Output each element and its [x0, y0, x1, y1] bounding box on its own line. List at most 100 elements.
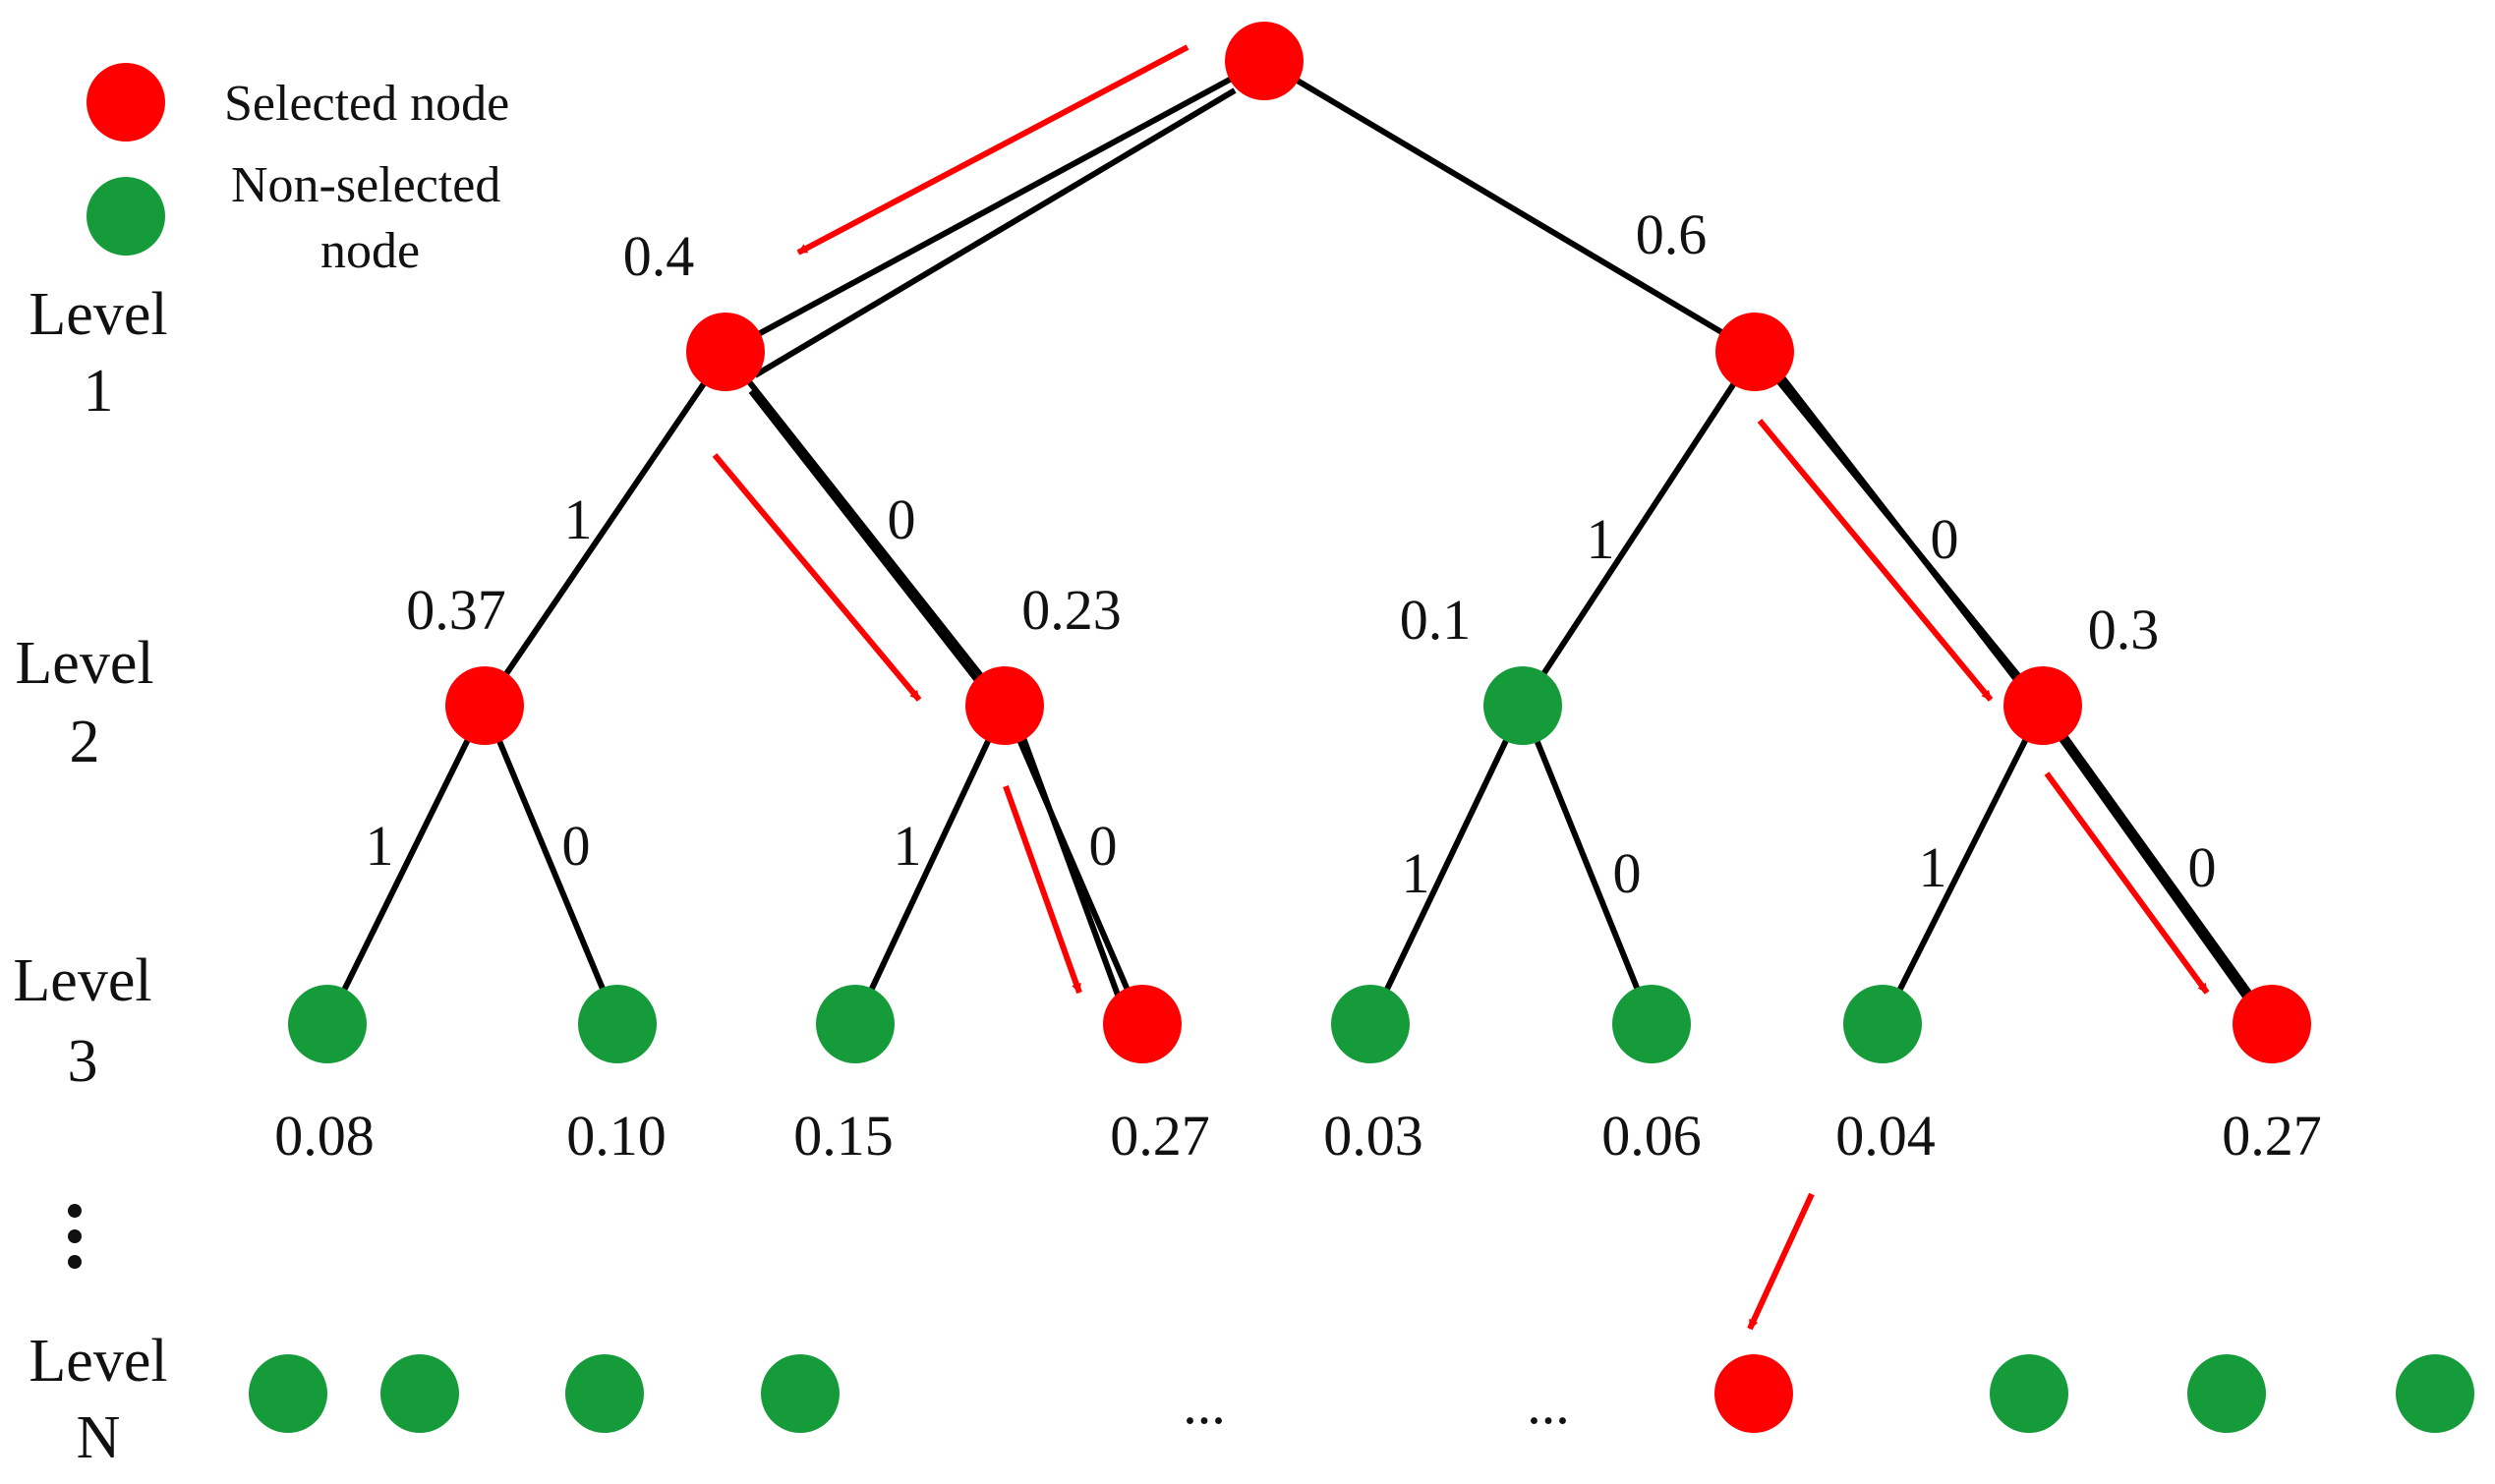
- branch-l2a-one: 1: [366, 814, 394, 878]
- arrow-levelN: [1747, 1192, 1815, 1331]
- node-level1-left: [686, 313, 765, 391]
- branch-l2b-one: 1: [894, 814, 922, 878]
- edge-l2a-right: [482, 704, 620, 1026]
- selection-arrows: [712, 44, 2210, 1331]
- value-level3-7: 0.04: [1835, 1104, 1936, 1168]
- value-level3-8: 0.27: [2222, 1104, 2322, 1168]
- level-3-num: 3: [68, 1028, 98, 1095]
- node-level3-2: [578, 985, 657, 1063]
- value-level3-6: 0.06: [1601, 1104, 1702, 1168]
- node-level3-4: [1103, 985, 1182, 1063]
- node-levelN-8: [2396, 1354, 2474, 1433]
- value-level3-1: 0.08: [274, 1104, 375, 1168]
- value-level2-3: 0.1: [1400, 588, 1472, 652]
- value-level3-2: 0.10: [566, 1104, 667, 1168]
- branch-l2d-zero: 0: [2188, 835, 2217, 899]
- node-level3-3: [816, 985, 895, 1063]
- node-levelN-6: [1990, 1354, 2068, 1433]
- ellipsis-left: ...: [1183, 1372, 1226, 1436]
- ellipsis-right: ...: [1527, 1372, 1570, 1436]
- arrow-l2d-right: [2044, 771, 2210, 995]
- branch-l1left-one: 1: [564, 487, 593, 551]
- branch-l2b-zero: 0: [1089, 814, 1118, 878]
- edge-l1left-left: [482, 350, 728, 708]
- edge-l2d-right: [2040, 704, 2275, 1026]
- branch-l1left-zero: 0: [888, 487, 916, 551]
- node-level1-right: [1715, 313, 1794, 391]
- edge-l2c-left: [1367, 704, 1526, 1026]
- level-1-num: 1: [84, 358, 114, 425]
- selected-path-doubles: [748, 87, 2255, 1010]
- arrow-l1left-right: [712, 453, 922, 702]
- level-2-num: 2: [70, 709, 100, 775]
- level-3-word: Level: [13, 947, 151, 1014]
- double-l2d-right: [2059, 737, 2255, 1008]
- level-labels: Level 1 Level 2 Level 3 Level N: [13, 281, 167, 1471]
- edge-root-right: [1262, 58, 1757, 355]
- legend-non-selected-label-1: Non-selected: [231, 157, 500, 213]
- legend: Selected node Non-selected node: [87, 63, 509, 279]
- tree-nodes: [249, 22, 2474, 1433]
- legend-non-selected-swatch: [87, 177, 165, 256]
- node-level3-6: [1612, 985, 1691, 1063]
- edge-l1left-right: [723, 350, 1008, 708]
- value-level1-right: 0.6: [1636, 202, 1708, 266]
- node-level2-3: [1483, 666, 1562, 745]
- branch-l2a-zero: 0: [562, 814, 591, 878]
- branch-l2c-zero: 0: [1613, 841, 1642, 905]
- edge-l2a-left: [324, 704, 488, 1026]
- node-root: [1225, 22, 1304, 100]
- value-level2-1: 0.37: [406, 578, 506, 642]
- branch-labels: 1 0 1 0 1 0 1 0 1 0 1 0: [366, 487, 2217, 905]
- level-2-word: Level: [15, 630, 153, 697]
- arrow-l2b-right: [1003, 784, 1082, 995]
- node-level2-1: [445, 666, 524, 745]
- edge-l2b-left: [852, 704, 1008, 1026]
- legend-non-selected-label-2: node: [320, 223, 420, 279]
- node-level3-7: [1843, 985, 1922, 1063]
- level-N-num: N: [77, 1404, 121, 1471]
- branch-l1right-one: 1: [1587, 507, 1615, 571]
- legend-selected-swatch: [87, 63, 165, 142]
- double-root-left: [753, 87, 1237, 378]
- branch-l1right-zero: 0: [1931, 507, 1959, 571]
- value-level3-3: 0.15: [793, 1104, 894, 1168]
- legend-selected-label: Selected node: [224, 76, 509, 132]
- edge-l1right-left: [1520, 350, 1758, 708]
- value-level1-left: 0.4: [623, 224, 695, 288]
- level-N-word: Level: [29, 1328, 167, 1395]
- value-labels: 0.4 0.6 0.37 0.23 0.1 0.3 0.08 0.10 0.15…: [274, 202, 2322, 1168]
- branch-l2c-one: 1: [1402, 841, 1430, 905]
- value-level2-4: 0.3: [2088, 598, 2160, 661]
- node-level2-4: [2003, 666, 2082, 745]
- double-l2b-right: [1019, 733, 1126, 1010]
- vdot-1: [68, 1204, 82, 1218]
- level-1-word: Level: [29, 281, 167, 348]
- vdot-2: [68, 1229, 82, 1243]
- branch-l2d-one: 1: [1919, 835, 1947, 899]
- node-levelN-1: [249, 1354, 327, 1433]
- arrow-root-left: [796, 44, 1189, 256]
- node-levelN-4: [761, 1354, 840, 1433]
- node-level2-2: [965, 666, 1044, 745]
- edge-l2b-right: [1002, 704, 1145, 1026]
- edge-root-left: [724, 58, 1266, 355]
- node-levelN-3: [565, 1354, 644, 1433]
- value-level3-5: 0.03: [1323, 1104, 1423, 1168]
- node-level3-8: [2233, 985, 2311, 1063]
- value-level3-4: 0.27: [1110, 1104, 1210, 1168]
- edge-l2d-left: [1880, 704, 2046, 1026]
- node-levelN-5: [1714, 1354, 1793, 1433]
- edge-l2c-right: [1520, 704, 1654, 1026]
- node-levelN-2: [380, 1354, 459, 1433]
- node-level3-1: [288, 985, 367, 1063]
- value-level2-2: 0.23: [1021, 578, 1122, 642]
- tree-edges: [324, 58, 2275, 1026]
- double-l1right-right: [1776, 371, 2024, 688]
- node-level3-5: [1331, 985, 1410, 1063]
- double-l1left-right: [748, 389, 986, 690]
- node-levelN-7: [2187, 1354, 2266, 1433]
- vdot-3: [68, 1255, 82, 1269]
